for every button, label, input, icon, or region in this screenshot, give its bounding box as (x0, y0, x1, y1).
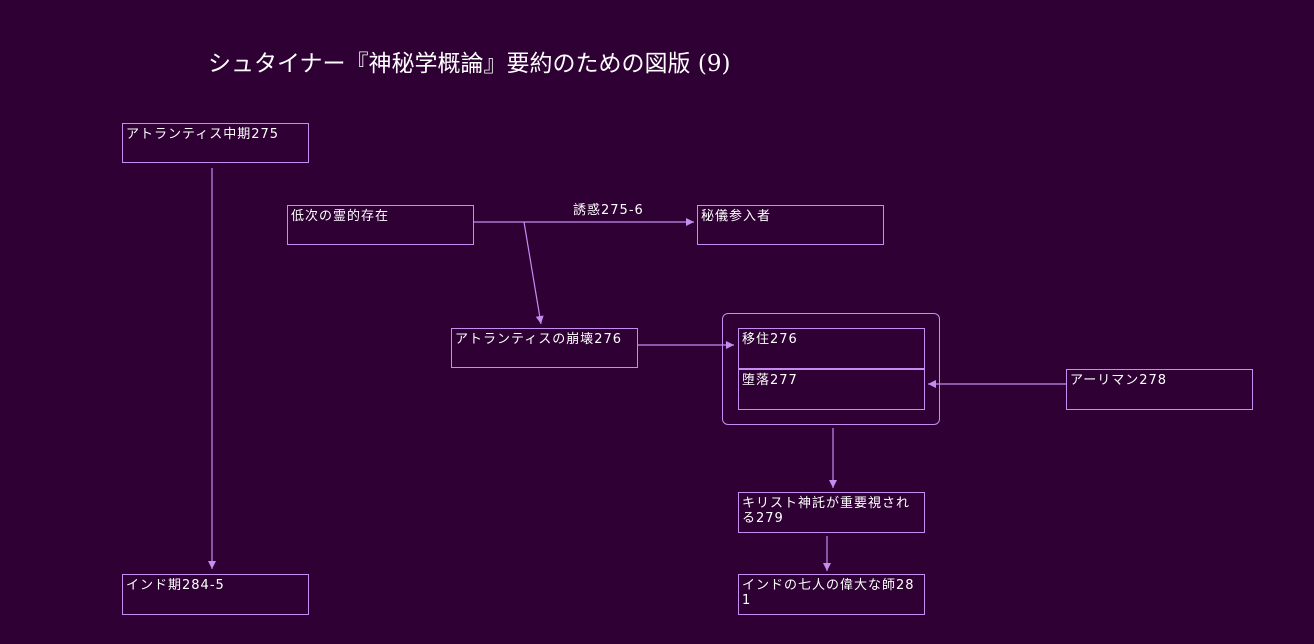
group-migration-fall (722, 313, 940, 425)
page-title: シュタイナー『神秘学概論』要約のための図版 (9) (208, 51, 731, 77)
node-ahriman: アーリマン278 (1066, 369, 1253, 410)
node-christ-oracle: キリスト神託が重要視される279 (738, 492, 925, 533)
node-atlantis-mid: アトランティス中期275 (122, 123, 309, 163)
node-india-period: インド期284-5 (122, 574, 309, 615)
node-initiates: 秘儀参入者 (697, 205, 884, 245)
edge-label-temptation: 誘惑275-6 (573, 203, 644, 218)
node-lower-spirits: 低次の霊的存在 (287, 205, 474, 245)
node-seven-masters: インドの七人の偉大な師281 (738, 574, 925, 615)
arrow-lower-spirits-to-collapse (523, 221, 544, 325)
node-migration: 移住276 (738, 328, 925, 369)
node-fall: 堕落277 (738, 369, 925, 410)
node-atlantis-collapse: アトランティスの崩壊276 (451, 328, 638, 368)
